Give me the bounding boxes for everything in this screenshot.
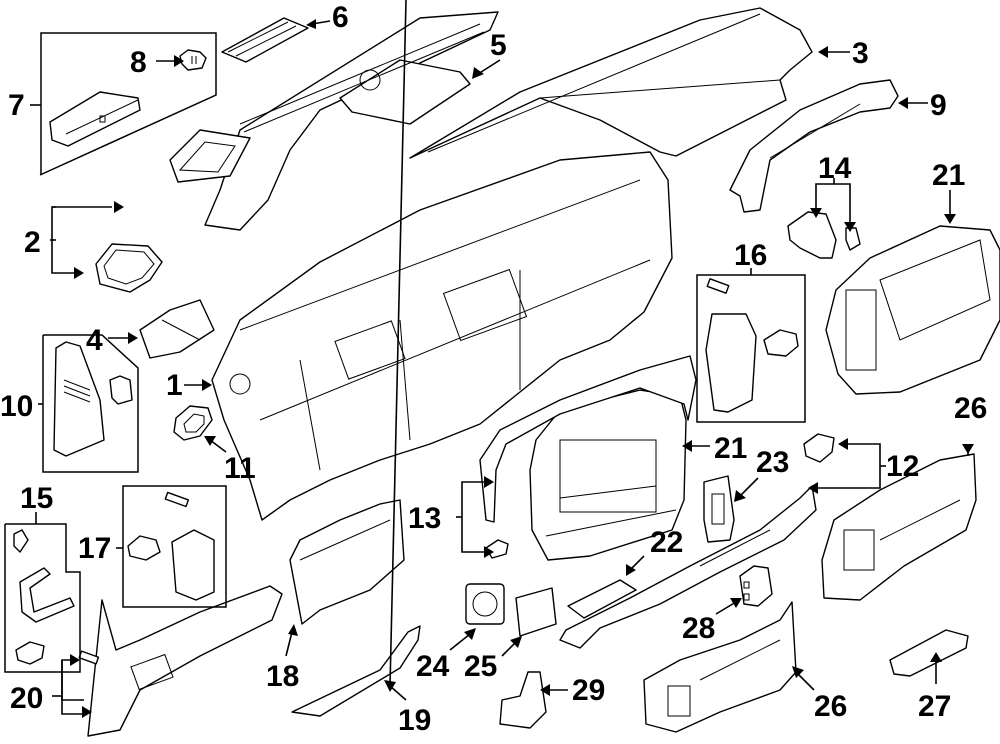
part-21-cluster-bezel-right bbox=[825, 225, 1000, 395]
group-box-17 bbox=[122, 485, 227, 608]
callout-19: 19 bbox=[398, 704, 431, 737]
callout-25: 25 bbox=[464, 650, 497, 683]
callout-9: 9 bbox=[930, 89, 947, 122]
callout-20: 20 bbox=[10, 682, 43, 715]
part-26-console-trim-upper bbox=[821, 453, 977, 601]
group-box-15 bbox=[4, 523, 81, 673]
part-12-clips bbox=[803, 433, 835, 463]
callout-15: 15 bbox=[20, 482, 53, 515]
part-5-upper-trim bbox=[169, 11, 499, 231]
callout-17: 17 bbox=[78, 532, 111, 565]
part-18-knee-bolster-frame bbox=[289, 499, 405, 625]
callout-23: 23 bbox=[756, 446, 789, 479]
part-27-tray bbox=[889, 629, 969, 677]
callout-29: 29 bbox=[572, 674, 605, 707]
callout-16: 16 bbox=[734, 239, 767, 272]
callout-4: 4 bbox=[86, 324, 103, 357]
callout-22: 22 bbox=[650, 526, 683, 559]
part-14-brackets bbox=[787, 211, 861, 259]
part-10-end-panel bbox=[53, 341, 133, 457]
part-1-dash-frame bbox=[211, 151, 673, 521]
part-15-duct-set bbox=[13, 529, 75, 665]
part-29-panel bbox=[499, 671, 547, 729]
callout-7: 7 bbox=[8, 89, 25, 122]
part-20-lower-panel bbox=[78, 585, 283, 737]
part-8-knob bbox=[179, 49, 207, 71]
callout-11: 11 bbox=[224, 452, 256, 485]
part-7-storage-lid bbox=[49, 91, 141, 147]
part-2-vent-bezel bbox=[95, 243, 163, 293]
callout-10: 10 bbox=[0, 390, 33, 423]
part-28-switch bbox=[739, 565, 773, 607]
callout-5: 5 bbox=[490, 29, 507, 62]
part-3-top-pad bbox=[409, 7, 813, 159]
callout-18: 18 bbox=[266, 660, 299, 693]
callout-26-upper: 26 bbox=[954, 392, 987, 425]
part-23-switch-bezel bbox=[703, 475, 735, 543]
part-4-side-bracket bbox=[139, 299, 215, 359]
group-box-7-8 bbox=[39, 32, 217, 176]
callout-21-right: 21 bbox=[932, 159, 965, 192]
callout-27: 27 bbox=[918, 690, 951, 723]
callout-26-lower: 26 bbox=[814, 690, 847, 723]
part-19-knee-trim bbox=[291, 625, 421, 717]
group-box-10 bbox=[42, 334, 139, 473]
part-6-defroster-grille bbox=[221, 17, 309, 63]
callout-8: 8 bbox=[130, 46, 147, 79]
part-17-bracket-set bbox=[127, 491, 215, 601]
callout-21-center: 21 bbox=[714, 432, 747, 465]
callout-14: 14 bbox=[818, 152, 852, 185]
callout-1: 1 bbox=[166, 369, 183, 402]
callout-labels: 6 8 7 5 3 9 2 14 21 4 16 10 1 11 21 23 1… bbox=[0, 1, 987, 737]
part-25-cover bbox=[515, 587, 557, 637]
callout-6: 6 bbox=[332, 1, 349, 34]
part-9-bracket bbox=[729, 79, 899, 213]
part-22-mat bbox=[567, 579, 637, 619]
part-12-console-rail bbox=[559, 485, 817, 649]
callout-13: 13 bbox=[408, 502, 441, 535]
part-24-speaker-grille bbox=[465, 583, 505, 625]
part-11-grommet bbox=[173, 405, 213, 441]
callout-3: 3 bbox=[852, 37, 869, 70]
callout-12: 12 bbox=[886, 450, 919, 483]
part-16-bracket-set bbox=[705, 278, 799, 413]
leaders bbox=[30, 0, 974, 718]
callout-24: 24 bbox=[416, 650, 450, 683]
callout-2: 2 bbox=[24, 226, 41, 259]
callout-28: 28 bbox=[682, 612, 715, 645]
part-26-console-trim-lower bbox=[643, 601, 797, 733]
